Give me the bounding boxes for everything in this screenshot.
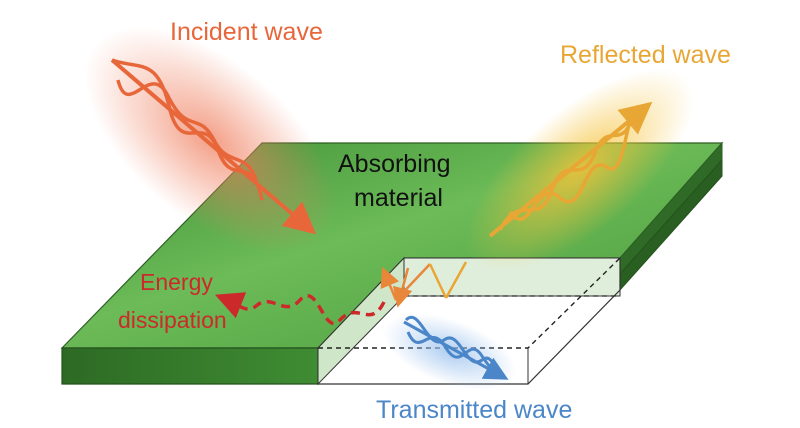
label-transmitted-wave: Transmitted wave <box>376 396 572 424</box>
label-absorbing: Absorbing <box>338 150 451 178</box>
label-incident-wave: Incident wave <box>170 18 323 46</box>
material-front-face <box>61 347 319 385</box>
label-reflected-wave: Reflected wave <box>560 41 731 69</box>
label-material: material <box>354 184 443 212</box>
dissipation-wave-arrow <box>215 292 386 325</box>
cutout-top-dashed <box>318 257 621 349</box>
label-energy: Energy <box>140 269 213 295</box>
cutout-outline <box>318 258 621 385</box>
internal-reflection-arrows <box>380 261 468 308</box>
reflected-wave-arrow <box>488 101 653 238</box>
incident-wave-arrow <box>110 58 317 235</box>
transmitted-wave-arrow <box>403 315 509 380</box>
label-dissipation: dissipation <box>118 307 227 333</box>
